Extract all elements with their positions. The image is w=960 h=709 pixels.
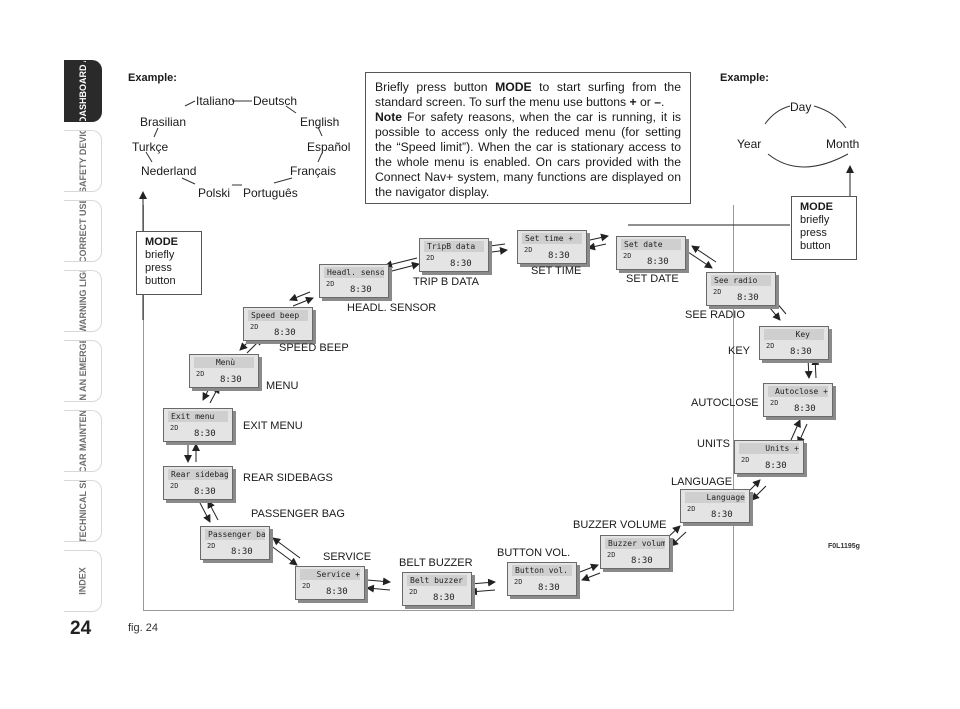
label-service: SERVICE	[323, 551, 372, 563]
tab-safety-devices[interactable]: SAFETY DEVICES	[64, 130, 102, 192]
chapter-tabs: DASHBOARD AND CONTROLS SAFETY DEVICES CO…	[64, 60, 102, 620]
label-rear-sidebags: REAR SIDEBAGS	[243, 472, 333, 484]
tab-index[interactable]: INDEX	[64, 550, 102, 612]
label-key: KEY	[728, 345, 751, 357]
lang-francais: Français	[290, 164, 337, 178]
label-set-time: SET TIME	[531, 265, 582, 277]
label-autoclose: AUTOCLOSE	[691, 397, 759, 409]
lang-brasilian: Brasilian	[140, 115, 187, 129]
lang-english: English	[300, 115, 340, 129]
label-button-vol: BUTTON VOL.	[497, 547, 571, 559]
instructions-box: Briefly press button MODE to start surfi…	[365, 72, 691, 204]
date-day: Day	[790, 100, 812, 114]
lang-turkce: Turkçe	[132, 140, 169, 154]
label-belt-buzzer: BELT BUZZER	[399, 557, 473, 569]
figure-code: F0L1195g	[828, 543, 860, 550]
date-year: Year	[737, 137, 762, 151]
tab-warning-lights[interactable]: WARNING LIGHTS AND MESSAGES	[64, 270, 102, 332]
tab-technical-specifications[interactable]: TECHNICAL SPECIFICATIONS	[64, 480, 102, 542]
example-left-title: Example:	[128, 72, 177, 84]
label-set-date: SET DATE	[626, 273, 679, 285]
label-exit-menu: EXIT MENU	[243, 420, 303, 432]
label-speed-beep: SPEED BEEP	[279, 342, 349, 354]
date-month: Month	[826, 137, 860, 151]
mode-note-right: MODE briefly press button	[791, 196, 857, 260]
label-headl-sensor: HEADL. SENSOR	[347, 302, 437, 314]
lang-deutsch: Deutsch	[253, 94, 298, 108]
tab-car-maintenance[interactable]: CAR MAINTENANCE	[64, 410, 102, 472]
example-right-title: Example:	[720, 72, 769, 84]
lang-italiano: Italiano	[196, 94, 235, 108]
page-number: 24	[70, 618, 92, 639]
tab-emergency[interactable]: IN AN EMERGENCY	[64, 340, 102, 402]
label-language: LANGUAGE	[671, 476, 733, 488]
figure-frame	[143, 205, 734, 611]
label-menu: MENU	[266, 380, 299, 392]
label-tripb-data: TRIP B DATA	[413, 276, 480, 288]
lang-espanol: Español	[307, 140, 351, 154]
lang-nederland: Nederland	[141, 164, 197, 178]
tab-dashboard-and-controls[interactable]: DASHBOARD AND CONTROLS	[64, 60, 102, 122]
mode-note-left: MODE briefly press button	[136, 231, 202, 295]
figure-label: fig. 24	[128, 622, 158, 634]
lang-polski: Polski	[198, 186, 231, 200]
tab-correct-use[interactable]: CORRECT USE OF THE CAR	[64, 200, 102, 262]
label-buzzer-volume: BUZZER VOLUME	[573, 519, 667, 531]
label-passenger-bag: PASSENGER BAG	[251, 508, 345, 520]
label-see-radio: SEE RADIO	[685, 309, 745, 321]
lang-portugues: Português	[243, 186, 298, 200]
label-units: UNITS	[697, 438, 730, 450]
